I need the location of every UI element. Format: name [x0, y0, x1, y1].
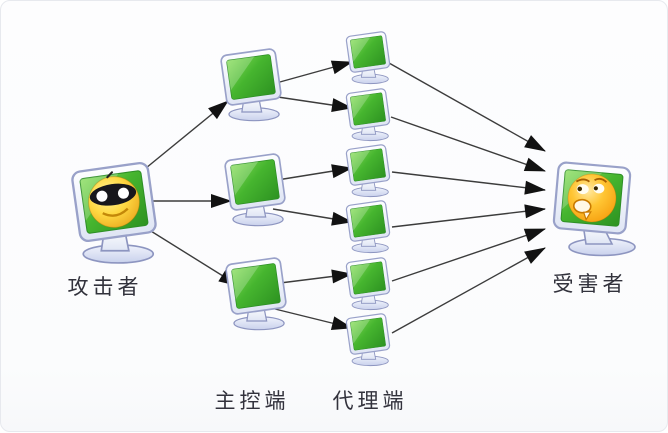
masked-smiley-icon — [88, 171, 140, 228]
attacker-computer — [71, 161, 157, 264]
screen-glare — [231, 265, 260, 300]
victim-label: 受害者 — [552, 272, 628, 296]
monitor-screen — [350, 317, 386, 351]
open-mouth — [572, 198, 592, 214]
arrow-agent-5-to-victim — [391, 228, 546, 282]
screen-glare — [230, 161, 259, 196]
mask-eye-left — [96, 190, 108, 202]
master-3-computer — [225, 257, 287, 331]
arrow-attacker-to-master-3 — [137, 222, 240, 287]
agent-5-computer — [345, 257, 391, 311]
monitor-screen — [230, 159, 280, 205]
master-label: 主控端 — [214, 389, 290, 413]
agent-4-computer — [345, 200, 391, 254]
screen-glare — [226, 56, 255, 91]
screen-glare — [350, 94, 371, 119]
agent-1-computer — [345, 31, 391, 85]
worried-smiley-icon — [567, 173, 617, 223]
monitor-screen — [226, 54, 276, 100]
monitor-screen — [231, 263, 281, 309]
screen-glare — [350, 37, 371, 62]
monitor-screen — [350, 35, 386, 69]
arrow-master-1-to-agent-2 — [270, 95, 353, 112]
arrow-agent-2-to-victim — [390, 116, 546, 172]
monitor-screen — [350, 92, 386, 126]
master-1-computer — [220, 48, 282, 122]
attacker-label: 攻击者 — [67, 275, 143, 299]
monitor-screen — [350, 261, 386, 295]
arrow-master-1-to-agent-1 — [268, 60, 353, 86]
screen-glare — [350, 319, 371, 344]
mask-eye-right — [117, 187, 129, 199]
arrow-attacker-to-master-1 — [134, 100, 229, 178]
arrow-agent-3-to-victim — [391, 171, 546, 195]
arrow-agent-4-to-victim — [391, 204, 546, 228]
arrow-master-3-to-agent-6 — [274, 308, 353, 331]
screen-glare — [350, 263, 371, 288]
arrow-agent-1-to-victim — [388, 62, 546, 152]
arrow-agent-6-to-victim — [391, 247, 546, 334]
screen-glare — [350, 206, 371, 231]
monitor-screen — [350, 148, 386, 182]
agent-3-computer — [345, 144, 391, 198]
agent-6-computer — [345, 313, 391, 367]
arrow-master-2-to-agent-3 — [270, 164, 353, 182]
arrow-master-2-to-agent-4 — [272, 208, 353, 226]
smile — [102, 207, 129, 217]
arrow-master-3-to-agent-5 — [271, 269, 353, 285]
victim-computer — [552, 161, 636, 257]
master-2-computer — [224, 153, 286, 227]
screen-glare — [350, 150, 371, 175]
agent-label: 代理端 — [332, 389, 408, 413]
agent-2-computer — [345, 88, 391, 142]
monitor-screen — [350, 204, 386, 238]
